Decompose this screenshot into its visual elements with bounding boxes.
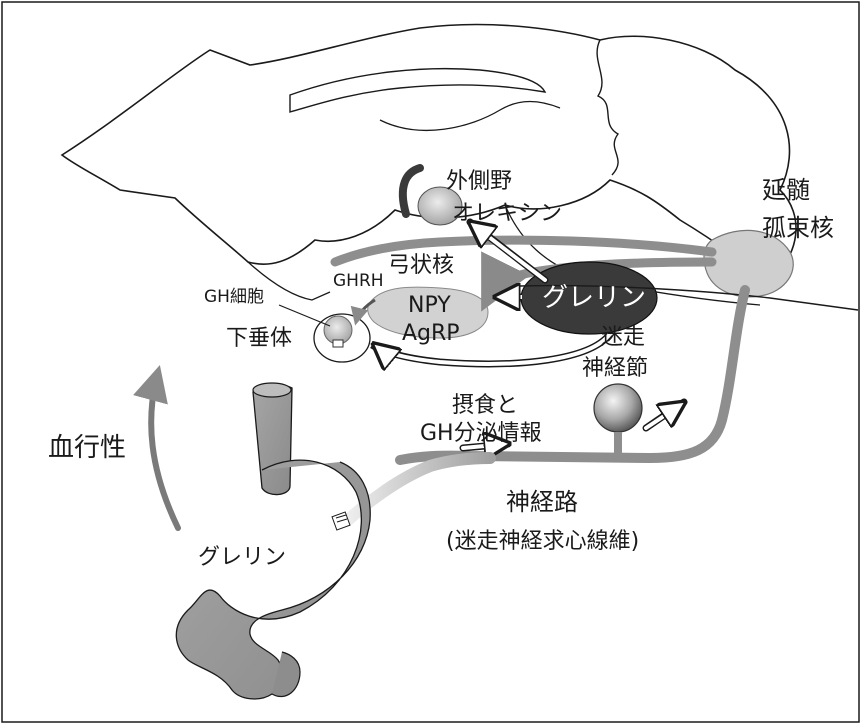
label-feeding-1: 摂食と — [452, 393, 518, 418]
label-orexin: オレキシン — [452, 201, 562, 226]
ventricle-line — [380, 102, 560, 131]
label-neural-path: 神経路 — [506, 488, 578, 516]
label-vagal-ganglion-2: 神経節 — [582, 356, 648, 381]
vagal-ganglion — [594, 384, 642, 432]
pituitary-stalk-mark — [333, 340, 343, 347]
label-lateral-area: 外側野 — [446, 169, 512, 194]
label-npy: NPY — [408, 293, 451, 318]
label-feeding-2: GH分泌情報 — [420, 421, 542, 446]
label-ghrelin-brain: グレリン — [542, 283, 646, 313]
label-nts: 孤束核 — [762, 214, 834, 242]
label-ghrh: GHRH — [333, 271, 384, 291]
bloodstream-arrow — [151, 372, 178, 528]
cerebellum-folds — [597, 40, 618, 175]
label-gh-cell: GH細胞 — [204, 287, 264, 307]
lateral-area-arc — [403, 168, 420, 214]
label-vagal-afferent: (迷走神経求心線維) — [446, 529, 639, 554]
label-arcuate: 弓状核 — [388, 253, 454, 278]
label-bloodstream: 血行性 — [48, 433, 126, 463]
stomach-body — [176, 460, 370, 699]
gh-cell-leader — [279, 305, 330, 326]
label-medulla: 延髄 — [762, 176, 810, 204]
label-agrp: AgRP — [402, 321, 460, 346]
esophagus-top — [253, 383, 291, 397]
label-vagal-ganglion-1: 迷走 — [601, 325, 645, 350]
esophagus — [253, 385, 292, 495]
vagal-upward-arrow-inner — [646, 404, 682, 428]
ghrelin-to-orexin-arrow-inner — [472, 224, 545, 280]
label-ghrelin-stomach: グレリン — [198, 545, 286, 570]
corpus-callosum — [290, 69, 545, 112]
label-pituitary: 下垂体 — [226, 326, 292, 351]
